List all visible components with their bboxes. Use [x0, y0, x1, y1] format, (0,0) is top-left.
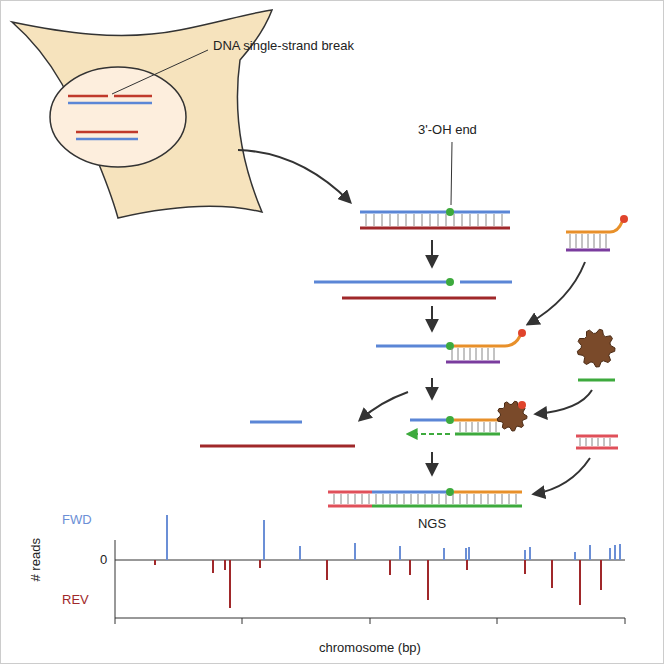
- flow-arrow: [360, 392, 408, 420]
- flow-arrow: [528, 262, 585, 324]
- dna-duplex: [360, 208, 510, 228]
- polymerase: [577, 329, 615, 367]
- step-arrows: [431, 240, 433, 474]
- tick-label: 0: [100, 552, 107, 568]
- axis-title: # reads: [28, 538, 44, 581]
- leader-line: [451, 142, 452, 205]
- end-mark: [518, 401, 526, 409]
- callout-label: DNA single-strand break: [213, 38, 354, 54]
- released-strand: [250, 421, 302, 424]
- axis-label: REV: [62, 592, 89, 608]
- library-molecule: [328, 488, 522, 506]
- callout-label: 3'-OH end: [418, 122, 477, 138]
- step-label: NGS: [418, 516, 446, 532]
- nucleus: [50, 67, 186, 167]
- leader-line: [112, 50, 208, 94]
- read-chart: [115, 515, 625, 624]
- axis-label: FWD: [62, 512, 92, 528]
- ligated-dna: [376, 329, 526, 362]
- denatured-dna: [314, 278, 512, 298]
- flow-arrow: [534, 458, 590, 494]
- axis-title: chromosome (bp): [319, 640, 421, 656]
- flow-arrow: [238, 150, 350, 202]
- released-strand: [200, 445, 355, 448]
- splint-adapter: [566, 215, 628, 250]
- polymerase: [497, 401, 527, 431]
- primer: [578, 379, 615, 382]
- flow-arrow: [536, 390, 592, 414]
- chromosomal-dna: [68, 96, 152, 139]
- second-adapter: [576, 436, 618, 448]
